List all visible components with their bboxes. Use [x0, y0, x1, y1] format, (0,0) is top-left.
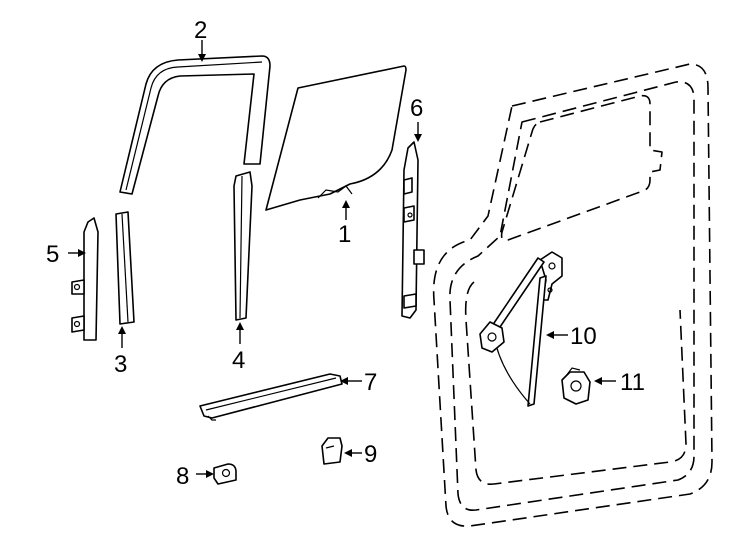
callout-1: 1 [338, 221, 351, 248]
callout-8: 8 [176, 463, 189, 490]
callout-7: 7 [364, 369, 377, 396]
callout-6: 6 [410, 95, 423, 122]
front-run-channel [115, 211, 135, 325]
rear-run-channel [233, 171, 253, 321]
door-shell-outline [432, 63, 713, 527]
callout-3: 3 [114, 351, 127, 378]
callout-10: 10 [570, 323, 597, 350]
callout-leaders [68, 40, 616, 478]
window-regulator [479, 251, 563, 407]
retainer-clip-8 [213, 463, 237, 485]
front-guide-bracket [71, 217, 99, 341]
window-frame-channel [119, 55, 271, 195]
door-glass [265, 65, 407, 211]
callout-4: 4 [232, 347, 245, 374]
callout-9: 9 [364, 441, 377, 468]
rear-guide-bracket [401, 141, 425, 319]
callout-2: 2 [194, 17, 207, 44]
callout-11: 11 [620, 369, 645, 396]
callout-5: 5 [46, 241, 59, 268]
regulator-motor [561, 367, 591, 405]
belt-weatherstrip [199, 373, 343, 421]
retainer-clip-9 [321, 437, 343, 465]
